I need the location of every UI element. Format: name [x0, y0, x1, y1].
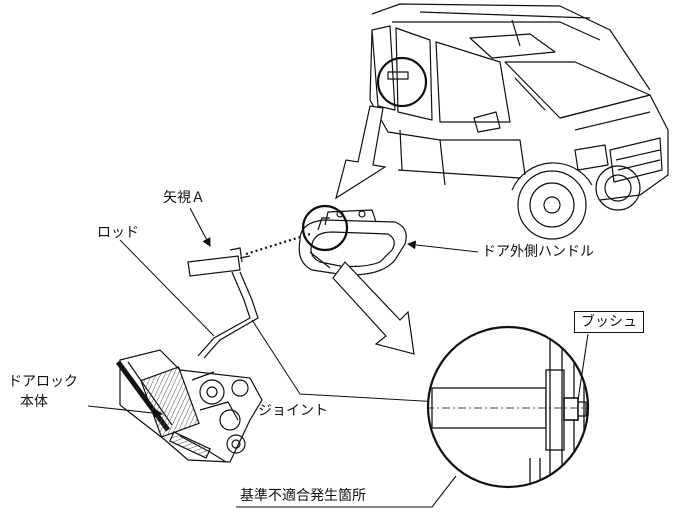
leader-defect	[402, 475, 457, 508]
rod-part	[187, 247, 259, 359]
label-rod: ロッド	[97, 225, 139, 241]
car-illustration	[369, 3, 669, 240]
handle-joint-highlight-circle	[301, 204, 349, 252]
outer-handle-part	[298, 209, 407, 276]
label-defect-location: 基準不適合発生箇所	[240, 488, 366, 504]
hollow-arrow-car-to-handle	[335, 105, 387, 200]
leader-door-lock	[87, 405, 164, 418]
leader-arrow-view	[189, 207, 211, 247]
label-outer-handle: ドア外側ハンドル	[482, 244, 594, 260]
door-lock-part	[115, 349, 263, 463]
label-bush: ブッシュ	[574, 311, 644, 333]
hollow-arrow-handle-to-detail	[332, 261, 415, 355]
label-door-lock-line1: ドアロック	[8, 374, 78, 390]
detail-magnified-view	[426, 325, 590, 489]
car-handle-highlight-circle	[376, 56, 428, 108]
label-door-lock-line2: 本体	[20, 394, 48, 410]
leader-outer-handle	[406, 240, 479, 253]
leader-joint	[251, 319, 441, 403]
label-joint: ジョイント	[258, 403, 328, 419]
leader-bush	[577, 333, 589, 401]
dotted-connection-line	[245, 232, 311, 256]
label-arrow-view-a: 矢視Ａ	[163, 190, 205, 206]
leader-rod	[119, 239, 215, 337]
